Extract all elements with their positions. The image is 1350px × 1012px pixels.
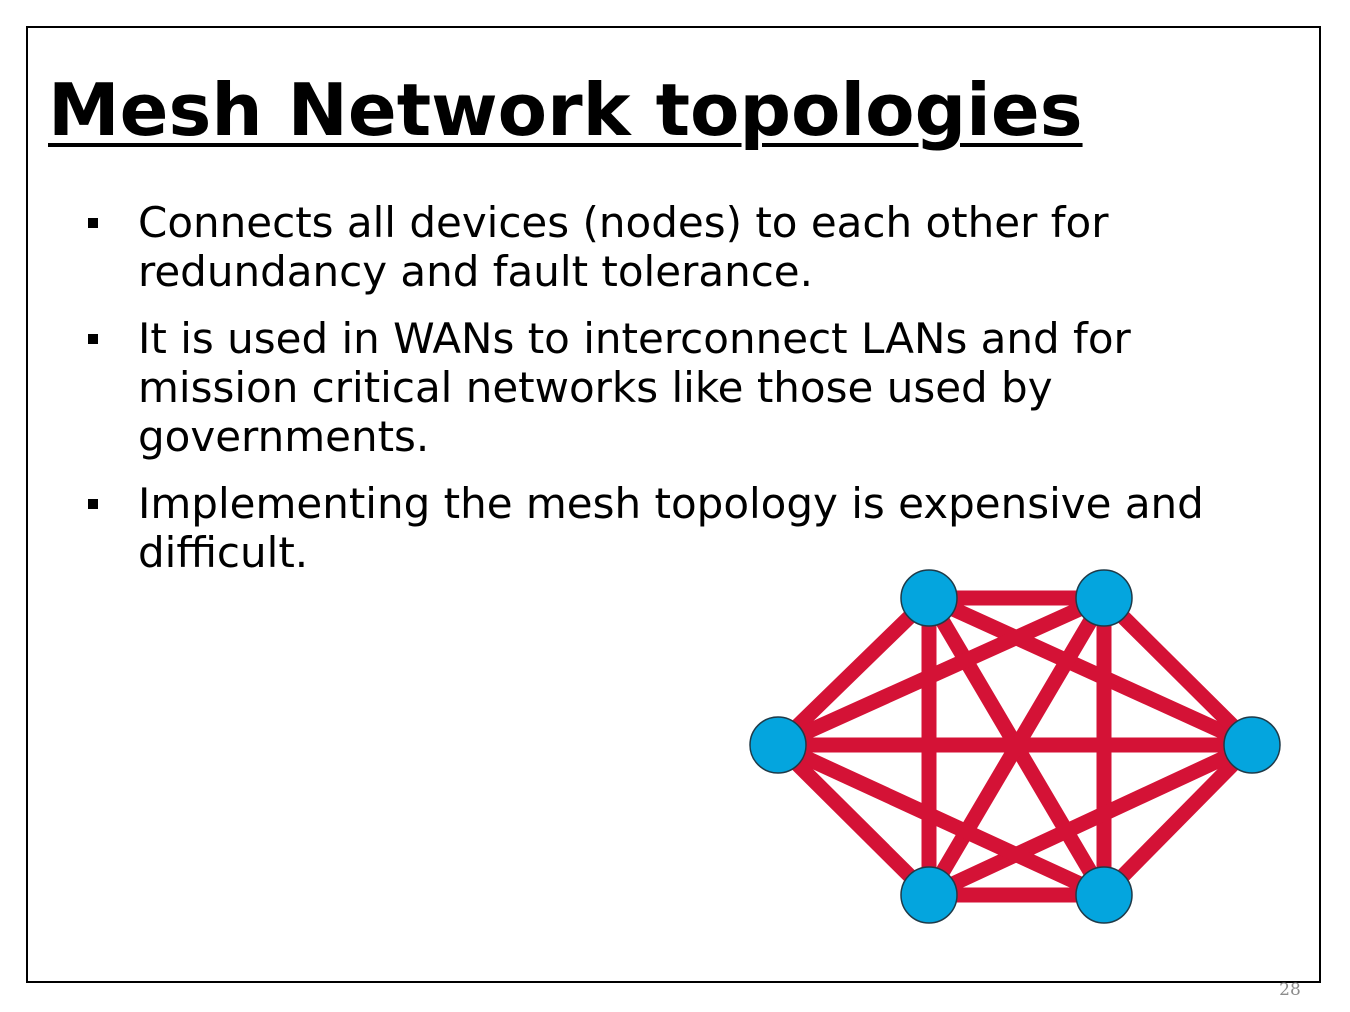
network-node (900, 866, 958, 924)
mesh-link (772, 592, 935, 751)
mesh-link (774, 591, 1108, 752)
bullet-list: Connects all devices (nodes) to each oth… (86, 198, 1286, 595)
bullet-text: Implementing the mesh topology is expens… (138, 479, 1204, 577)
page-number: 28 (1279, 980, 1301, 1000)
bullet-item: Connects all devices (nodes) to each oth… (86, 198, 1286, 296)
square-bullet-icon (88, 334, 98, 344)
mesh-link (925, 591, 1256, 752)
network-node (1075, 866, 1133, 924)
slide-title: Mesh Network topologies (48, 68, 1083, 152)
network-node (1075, 569, 1133, 627)
bullet-item: It is used in WANs to interconnect LANs … (86, 314, 1286, 461)
mesh-link (772, 739, 935, 901)
bullet-item: Implementing the mesh topology is expens… (86, 479, 1286, 577)
bullet-text: Connects all devices (nodes) to each oth… (138, 198, 1109, 296)
bullet-text: It is used in WANs to interconnect LANs … (138, 314, 1131, 461)
slide-frame (26, 26, 1321, 983)
mesh-link (1098, 592, 1258, 751)
network-node (1223, 716, 1281, 774)
mesh-link (774, 738, 1108, 902)
mesh-link (1098, 739, 1258, 901)
mesh-topology-diagram (749, 569, 1281, 924)
square-bullet-icon (88, 499, 98, 509)
network-node (749, 716, 807, 774)
network-node (900, 569, 958, 627)
mesh-link (925, 738, 1256, 902)
mesh-nodes (749, 569, 1281, 924)
square-bullet-icon (88, 218, 98, 228)
mesh-links (772, 590, 1258, 903)
